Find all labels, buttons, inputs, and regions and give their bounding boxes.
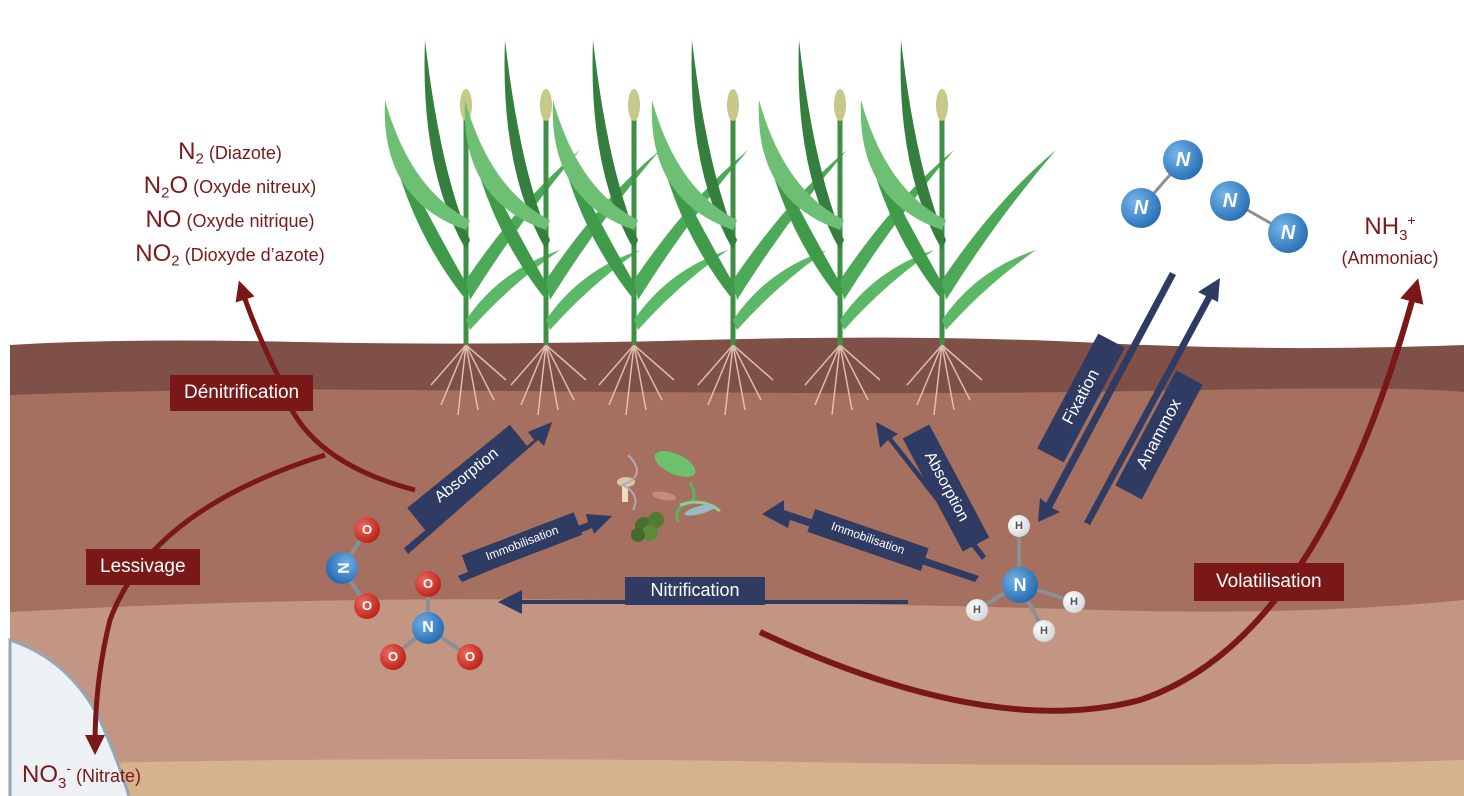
- gas-n2o: N2O (Oxyde nitreux): [143, 172, 317, 202]
- nitrogen-molecule-icon: N: [1268, 213, 1308, 253]
- microbe-cluster-icon: [617, 451, 721, 542]
- nitrogen-atom: N: [326, 552, 358, 584]
- fixation-arrow: [1038, 272, 1176, 522]
- groundwater-bubble: [8, 637, 131, 796]
- soil-low-band: [10, 599, 1464, 796]
- denitrification-label: Dénitrification: [170, 375, 314, 411]
- process-label-boxes: [407, 333, 1203, 605]
- nitrogen-atom: N: [412, 612, 444, 644]
- hydrogen-atom: H: [1063, 591, 1085, 613]
- hydrogen-atom: H: [1008, 515, 1030, 537]
- nitrogen-molecule-icon: N: [1210, 181, 1250, 221]
- nitrogen-atom: N: [1002, 567, 1038, 603]
- volatilisation-arrow: [758, 278, 1424, 714]
- nitrate-label: NO3- (Nitrate): [22, 760, 142, 792]
- nitrogen-molecule-icon: N: [1163, 140, 1203, 180]
- leaching-arrow: [85, 452, 326, 755]
- gas-n2: N2 (Diazote): [178, 138, 282, 168]
- anammox-arrow: [1084, 278, 1220, 525]
- ammonia-name: (Ammoniac): [1341, 248, 1439, 268]
- oxygen-atom: O: [354, 517, 380, 543]
- root-icon: [430, 344, 983, 416]
- nitrification-label: Nitrification: [650, 580, 740, 600]
- oxygen-atom: O: [457, 644, 483, 670]
- oxygen-atom: O: [354, 593, 380, 619]
- subsoil-band: [10, 759, 1464, 796]
- hydrogen-atom: H: [966, 599, 988, 621]
- hydrogen-atom: H: [1033, 620, 1055, 642]
- volatilisation-label: Volatilisation: [1194, 563, 1344, 601]
- ammonia-formula: NH3+: [1364, 212, 1416, 244]
- gas-no2: NO2 (Dioxyde d’azote): [135, 240, 325, 270]
- leaching-label: Lessivage: [86, 549, 200, 585]
- oxygen-atom: O: [415, 571, 441, 597]
- oxygen-atom: O: [380, 644, 406, 670]
- gas-no: NO (Oxyde nitrique): [145, 206, 315, 233]
- nitrogen-molecule-icon: N: [1121, 188, 1161, 228]
- wheat-plant-icon: [384, 40, 1056, 345]
